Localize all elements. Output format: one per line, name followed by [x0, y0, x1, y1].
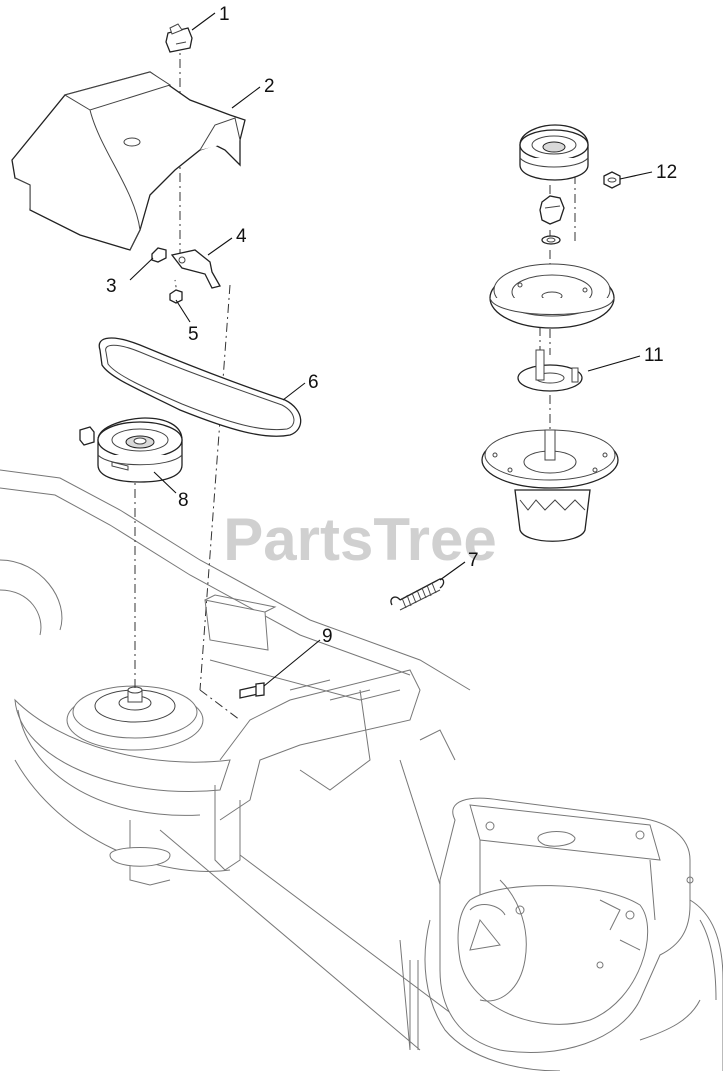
- callout-12: 12: [656, 162, 677, 183]
- callout-2: 2: [264, 76, 275, 97]
- callout-4: 4: [236, 226, 247, 247]
- callout-8: 8: [178, 490, 189, 511]
- callout-7: 7: [468, 550, 479, 571]
- part-7-spring: [390, 578, 445, 611]
- part-6-belt: [98, 337, 302, 437]
- callout-9: 9: [322, 626, 333, 647]
- part-8-pulley: [79, 417, 183, 483]
- part-12-nut: [603, 171, 621, 189]
- engine-housing: [424, 797, 723, 1071]
- mower-deck: [0, 469, 501, 1051]
- callout-labels: 1 2 3 4 5 6 7 8 9 11 12: [106, 4, 677, 647]
- deck-spindle-pulley: [66, 685, 204, 751]
- callout-5: 5: [188, 324, 199, 345]
- part-9-bolt: [239, 682, 265, 699]
- part-5-bolt: [169, 289, 183, 304]
- part-4-bracket: [170, 249, 221, 289]
- part-11-spindle-assembly: [481, 124, 619, 542]
- part-2-belt-cover: [11, 71, 246, 251]
- callout-3: 3: [106, 276, 117, 297]
- callout-11: 11: [644, 345, 664, 366]
- watermark-text: PartsTree: [223, 506, 497, 573]
- callout-leaders: [129, 12, 653, 687]
- callout-1: 1: [219, 4, 230, 25]
- part-3-nut: [151, 247, 167, 263]
- part-1-knob: [165, 23, 193, 53]
- callout-6: 6: [308, 372, 319, 393]
